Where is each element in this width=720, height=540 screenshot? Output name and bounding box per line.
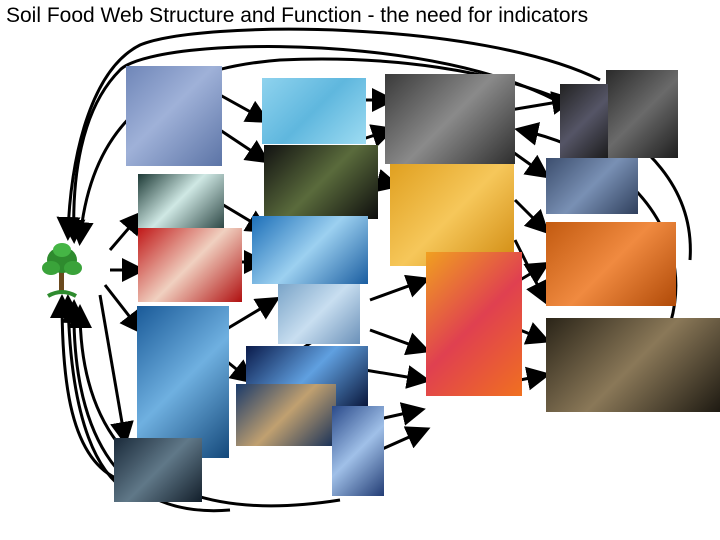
nematode-orange-photo	[546, 222, 676, 306]
pillbug-photo	[546, 158, 638, 214]
nematode-photo-large	[385, 74, 515, 164]
beetle-grub-photo	[606, 70, 678, 158]
tardigrade-photo	[262, 78, 366, 144]
flagellate-photo	[236, 384, 336, 446]
ciliate-photo	[114, 438, 202, 502]
predatory-mite-photo	[390, 164, 514, 266]
nematode-mouth-photo	[278, 284, 360, 344]
bacteria-rods-photo	[137, 306, 229, 458]
mite-photo-dark	[264, 145, 378, 219]
collembola-photo	[560, 84, 608, 160]
nematode-stylet-photo	[332, 406, 384, 496]
earthworm-photo	[546, 318, 720, 412]
fungi-hyphae-photo	[138, 174, 224, 238]
nematode-photo-1	[126, 66, 222, 166]
slide-title: Soil Food Web Structure and Function - t…	[6, 4, 589, 27]
nematode-coiled-photo	[426, 252, 522, 396]
nematode-head-blue-photo	[252, 216, 368, 284]
tree-plant-icon	[42, 243, 82, 298]
bacteria-colony-photo	[138, 228, 242, 302]
